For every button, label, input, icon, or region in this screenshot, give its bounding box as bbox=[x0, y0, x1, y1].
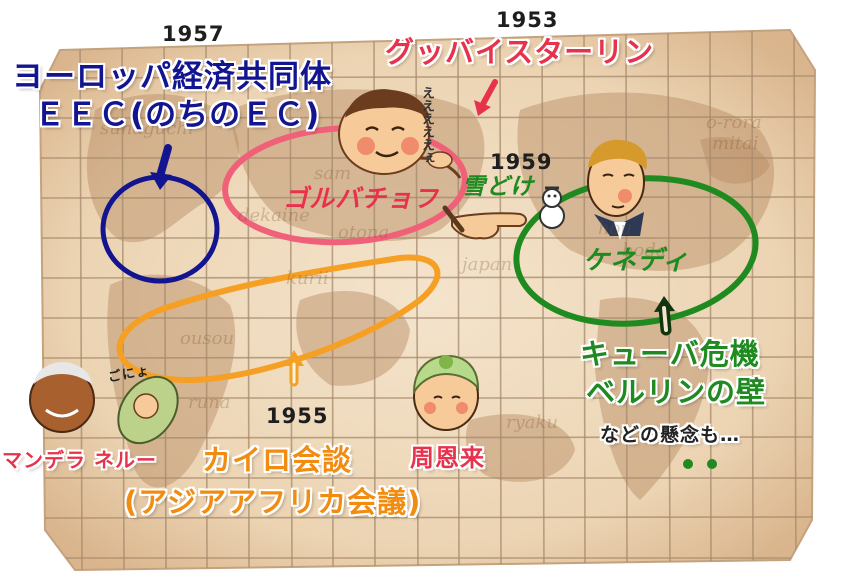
map-word: ryaku bbox=[506, 412, 559, 433]
decor-dot bbox=[683, 459, 693, 469]
map-word: ousou bbox=[180, 328, 235, 349]
nehru-name: マンデラ ネルー bbox=[2, 448, 157, 472]
soviet-leader-name: ゴルバチョフ bbox=[283, 184, 440, 213]
pointing-hand-icon bbox=[442, 205, 527, 240]
asia-leader-face-icon bbox=[412, 354, 480, 431]
map-word: mitai bbox=[712, 133, 759, 154]
berlin-wall: ベルリンの壁 bbox=[586, 375, 767, 409]
cuba-crisis: キューバ危機 bbox=[580, 337, 760, 371]
zhou-enlai-name: 周恩来 bbox=[410, 444, 485, 472]
map-word: runa bbox=[188, 392, 231, 413]
usa-leader-name: ケネディ bbox=[583, 246, 690, 276]
eec-year: 1957 bbox=[162, 22, 225, 46]
map-word: otona bbox=[338, 222, 390, 243]
asia-year: 1955 bbox=[266, 404, 329, 428]
usa-leader-face-icon bbox=[587, 139, 647, 240]
concerns-note: などの懸念も… bbox=[600, 424, 741, 446]
eec-title: ヨーロッパ経済共同体 bbox=[12, 59, 332, 95]
map-word: sunaguchi bbox=[100, 118, 194, 139]
map-word: sam bbox=[314, 163, 352, 184]
map-word: kurii bbox=[286, 268, 329, 289]
map-word: hou bbox=[598, 218, 633, 239]
snowman-icon bbox=[539, 186, 565, 229]
eec-subtitle: ＥＥＣ(のちのＥＣ) bbox=[34, 97, 321, 133]
soviet-year: 1953 bbox=[496, 8, 559, 32]
thaw-year: 1959 bbox=[490, 150, 553, 174]
map-word: dekaine bbox=[238, 205, 310, 226]
soviet-title: グッバイスターリン bbox=[385, 35, 655, 69]
speech-text: えええええぇ bbox=[419, 86, 434, 164]
decor-dot bbox=[707, 459, 717, 469]
map-word: boda bbox=[622, 240, 667, 261]
soviet-leader-face-icon bbox=[338, 89, 462, 179]
arrow-up-icon bbox=[654, 296, 675, 336]
thaw-label: 雪どけ bbox=[462, 174, 534, 200]
asia-africa-conference: (アジアアフリカ会議) bbox=[124, 485, 422, 519]
cairo-meeting: カイロ会談 bbox=[202, 443, 353, 477]
asia-loop bbox=[116, 254, 441, 383]
map-word: japan bbox=[462, 254, 513, 275]
arrow-down-icon bbox=[474, 79, 498, 116]
map-word: o-rora bbox=[706, 112, 762, 133]
africa-leader-face-icon bbox=[29, 362, 95, 433]
swaddled-baby-icon bbox=[117, 375, 179, 445]
arrow-up-icon bbox=[284, 350, 304, 387]
arrow-down-icon bbox=[150, 144, 172, 190]
